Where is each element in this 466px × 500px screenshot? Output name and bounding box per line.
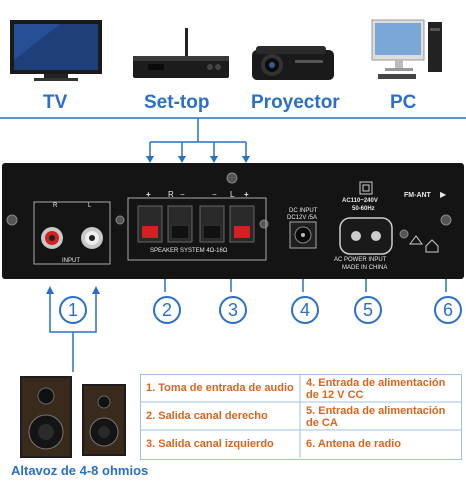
callout-1: 1 [59,296,87,324]
legend-item-2: 2. Salida canal derecho [146,410,268,422]
terminal-label-r-plus: + [146,190,151,199]
legend-item-5: 5. Entrada de alimentación de CA [306,405,446,429]
legend-item-6: 6. Antena de radio [306,438,401,450]
set-top-box-icon [133,28,229,78]
device-label-set-top: Set-top [144,92,210,113]
device-label-proyector: Proyector [251,92,340,113]
callout-6: 6 [434,296,462,324]
dc-input-spec: DC12V /5A [287,215,318,221]
legend-item-1: 1. Toma de entrada de audio [146,382,294,394]
devices-illustration [10,19,442,81]
ac-frequency-label: 50-60Hz [352,206,375,212]
antenna-arrow-icon: ▶ [440,190,447,199]
speaker-left-icon [20,376,72,458]
callout-3: 3 [219,296,247,324]
ac-power-input-label: AC POWER INPUT [334,257,387,263]
device-label-pc: PC [390,92,417,113]
dc-input-label: DC INPUT [289,208,318,214]
terminal-label-r-minus: − [180,190,185,199]
terminal-label-l-minus: − [212,190,217,199]
speakers-illustration [20,376,126,458]
projector-icon [252,46,334,80]
pc-icon [371,19,442,79]
legend-item-3: 3. Salida canal izquierdo [146,438,274,450]
terminal-label-l: L [230,190,235,199]
legend-grid [140,374,462,458]
terminal-label-l-plus: + [244,190,249,199]
callout-4: 4 [291,296,319,324]
r-channel-label: R [53,203,58,209]
callout-2: 2 [153,296,181,324]
fm-ant-label: FM-ANT [404,192,431,199]
ac-voltage-label: AC110~240V [342,198,378,204]
callout-5: 5 [354,296,382,324]
device-label-tv: TV [43,92,68,113]
speakers-label: Altavoz de 4-8 ohmios [11,463,149,478]
speaker-right-icon [82,384,126,456]
panel-graphics [6,172,452,265]
made-in-label: MADE IN CHINA [342,265,388,271]
speaker-system-label: SPEAKER SYSTEM 4Ω-16Ω [150,248,228,254]
input-label: INPUT [62,258,80,264]
legend-item-4: 4. Entrada de alimentación de 12 V CC [306,377,446,401]
legend-table [140,374,462,460]
tv-icon [10,20,102,81]
l-channel-label: L [88,203,92,209]
terminal-label-r: R [168,190,174,199]
